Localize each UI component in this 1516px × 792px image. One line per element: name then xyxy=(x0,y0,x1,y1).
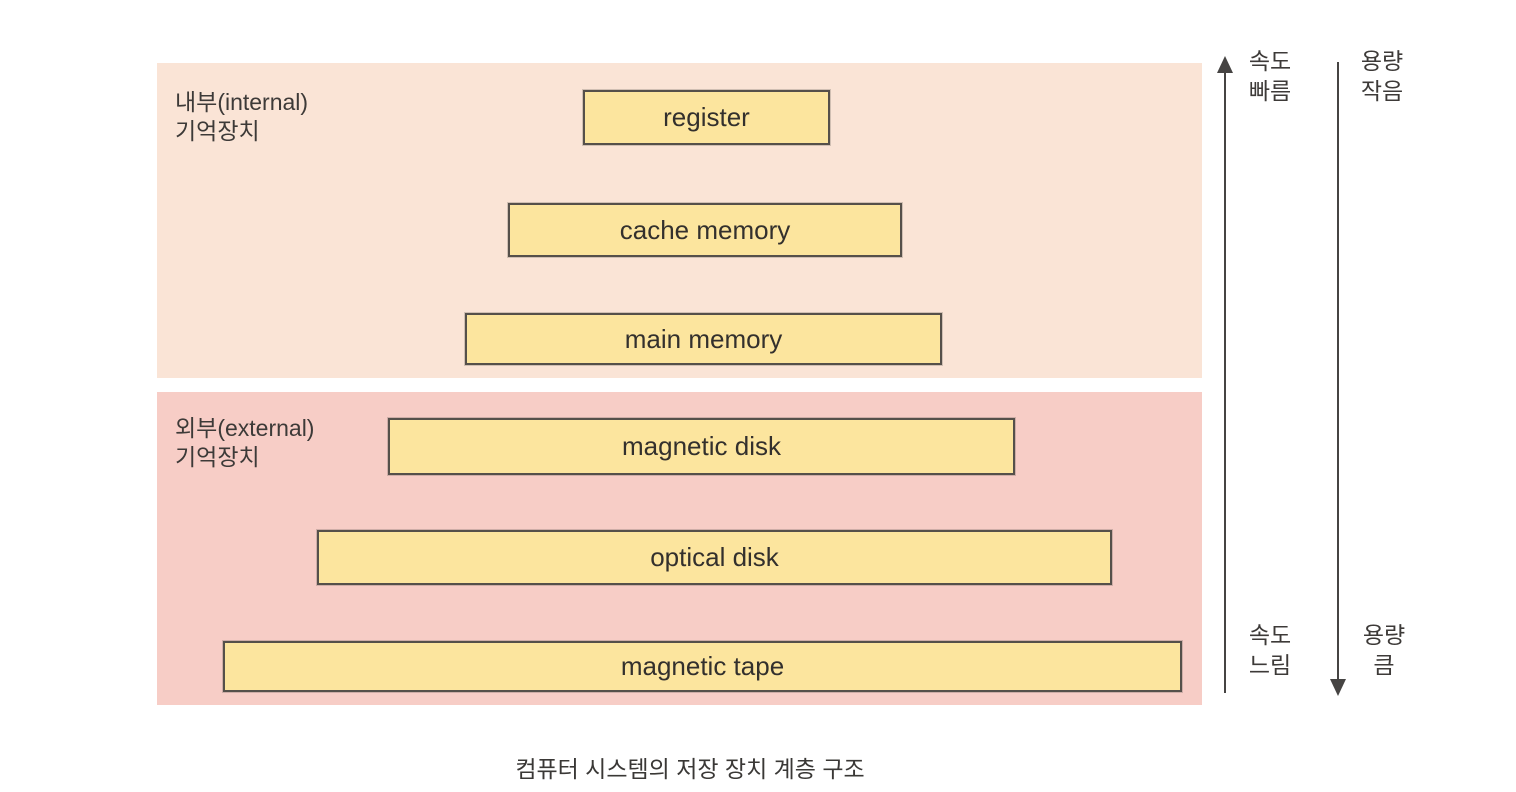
external-section-label: 외부(external) 기억장치 xyxy=(175,415,315,470)
capacity-axis-line xyxy=(1337,62,1339,682)
capacity-axis-down-arrow-icon xyxy=(1330,679,1346,696)
speed-axis-up-arrow-icon xyxy=(1217,56,1233,73)
speed-fast-label: 속도 빠름 xyxy=(1248,48,1292,104)
capacity-large-label: 용량 큼 xyxy=(1362,622,1406,678)
capacity-small-label: 용량 작음 xyxy=(1360,48,1404,104)
level-box-magnetic-tape: magnetic tape xyxy=(223,641,1182,692)
level-box-magnetic-disk: magnetic disk xyxy=(388,418,1015,475)
level-box-register: register xyxy=(583,90,830,145)
diagram-caption: 컴퓨터 시스템의 저장 장치 계층 구조 xyxy=(515,756,865,782)
level-box-optical-disk: optical disk xyxy=(317,530,1112,585)
internal-section-label: 내부(internal) 기억장치 xyxy=(175,89,309,144)
level-box-cache-memory: cache memory xyxy=(508,203,902,257)
speed-slow-label: 속도 느림 xyxy=(1248,622,1292,678)
speed-axis-line xyxy=(1224,66,1226,693)
level-box-main-memory: main memory xyxy=(465,313,942,365)
